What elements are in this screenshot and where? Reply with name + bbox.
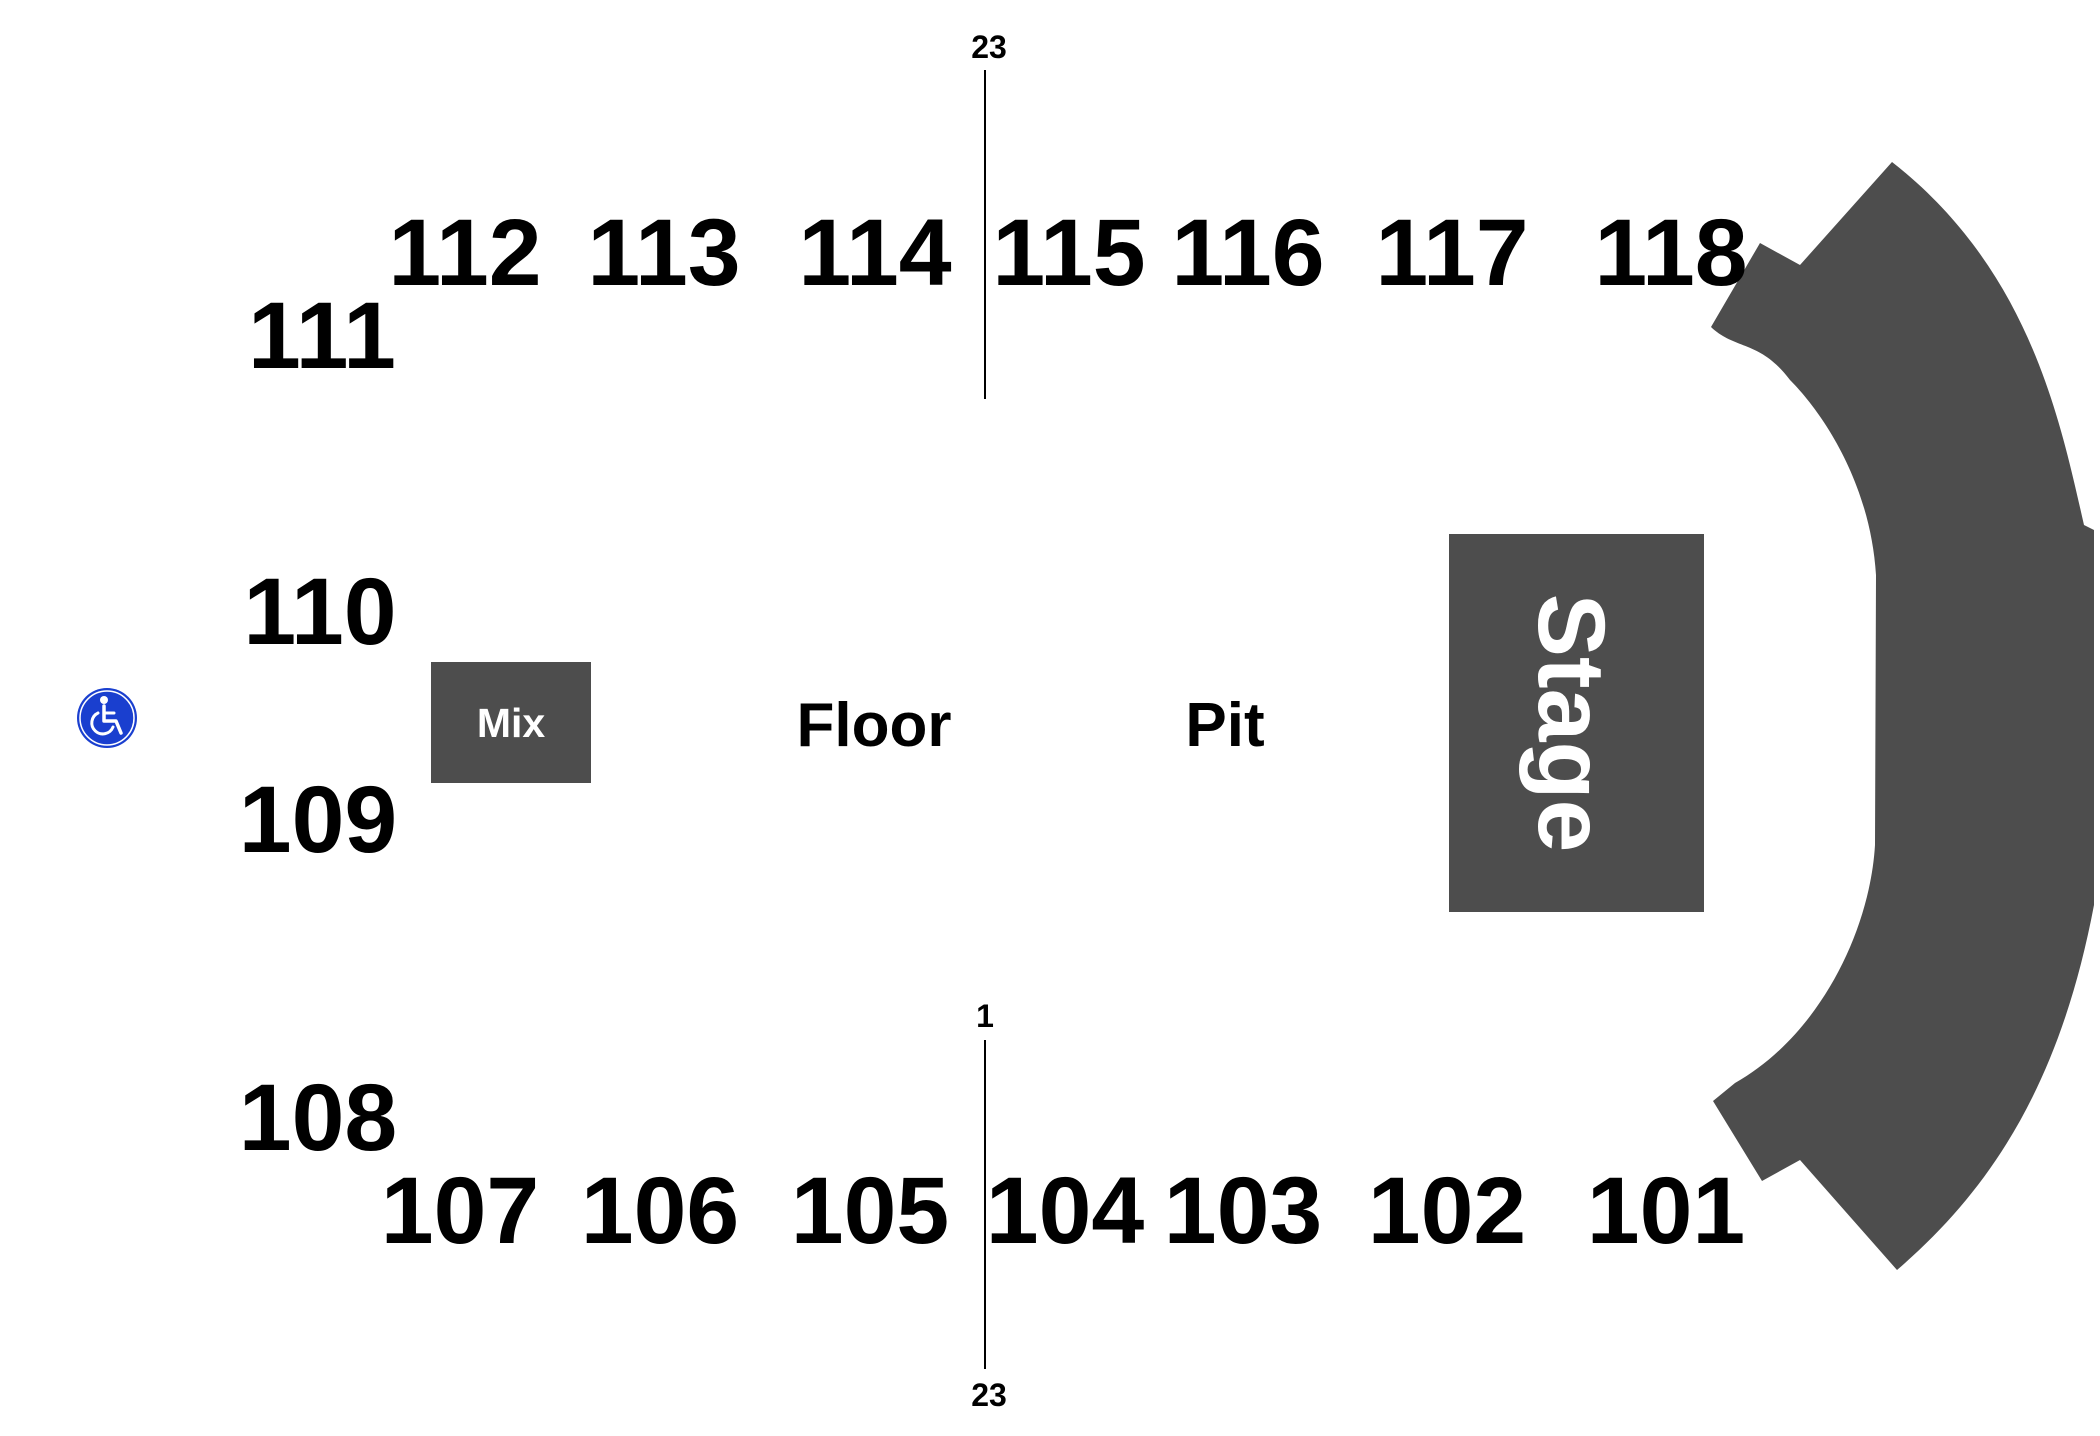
- mix-label: Mix: [477, 700, 546, 746]
- section-102[interactable]: 102: [1368, 1158, 1527, 1264]
- section-110[interactable]: 110: [243, 559, 396, 665]
- wheelchair-icon[interactable]: [77, 688, 137, 748]
- section-114[interactable]: 114: [798, 200, 951, 306]
- section-109[interactable]: 109: [239, 767, 398, 873]
- section-107[interactable]: 107: [381, 1158, 540, 1264]
- section-103[interactable]: 103: [1164, 1158, 1323, 1264]
- pit-label[interactable]: Pit: [1185, 691, 1264, 760]
- section-117[interactable]: 117: [1375, 200, 1528, 306]
- mix-position[interactable]: [431, 662, 591, 783]
- section-113[interactable]: 113: [587, 200, 740, 306]
- section-104[interactable]: 104: [986, 1158, 1145, 1264]
- stage[interactable]: [1449, 534, 1704, 912]
- section-105[interactable]: 105: [791, 1158, 950, 1264]
- section-111[interactable]: 111: [248, 283, 396, 389]
- stage-back-wall: [1711, 162, 2094, 1270]
- section-112[interactable]: 112: [388, 200, 541, 306]
- section-108[interactable]: 108: [239, 1065, 398, 1171]
- section-106[interactable]: 106: [581, 1158, 740, 1264]
- row-marker-mid: 1: [976, 998, 994, 1034]
- stage-label: Stage: [1518, 594, 1624, 853]
- row-marker-top: 23: [971, 29, 1007, 65]
- section-116[interactable]: 116: [1171, 200, 1324, 306]
- section-115[interactable]: 115: [992, 200, 1145, 306]
- section-101[interactable]: 101: [1587, 1158, 1746, 1264]
- floor-label[interactable]: Floor: [797, 691, 952, 760]
- row-marker-bottom: 23: [971, 1377, 1007, 1413]
- section-118[interactable]: 118: [1594, 200, 1747, 306]
